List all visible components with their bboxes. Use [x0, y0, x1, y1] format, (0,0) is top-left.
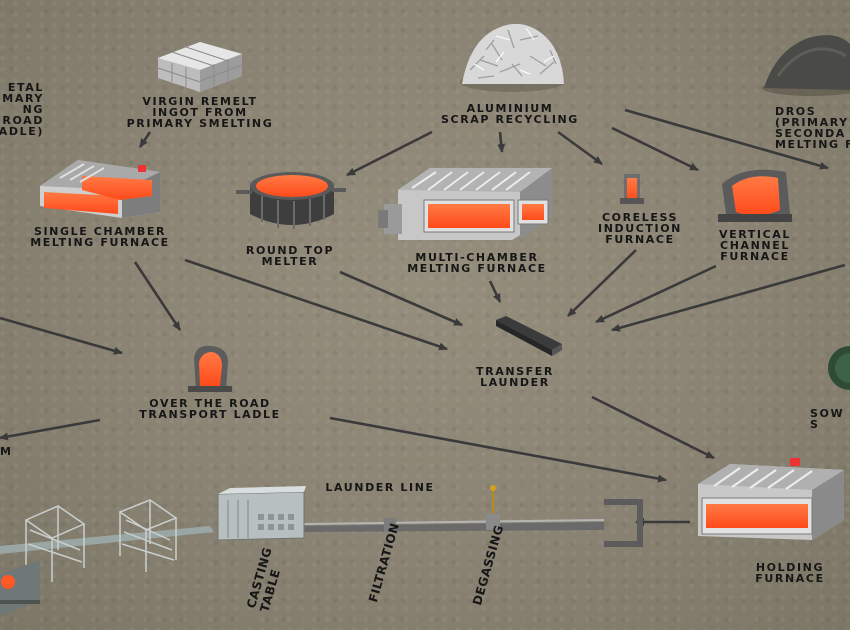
conveyor-icon [0, 560, 40, 616]
arrow-left-to-ladle [0, 316, 123, 355]
label-virgin-remelt: VIRGIN REMELT INGOT FROM PRIMARY SMELTIN… [126, 95, 274, 130]
label-round-top: ROUND TOP MELTER [245, 244, 335, 268]
arrow-ladle-to-holding [329, 416, 667, 483]
casting-table-icon [217, 486, 306, 541]
multi-chamber-furnace-icon [378, 168, 552, 240]
label-transfer-launder: TRANSFER LAUNDER [476, 365, 554, 389]
holding-furnace-icon [698, 458, 844, 540]
label-holding-furnace: HOLDING FURNACE [755, 561, 825, 585]
arrow-vertical-to-launder [595, 264, 717, 324]
arrow-roundtop-to-launder [339, 270, 463, 327]
arrow-coreless-to-launder [567, 249, 637, 317]
arrow-launder-to-holding [591, 395, 715, 460]
arrow-scrap-to-dross [624, 108, 829, 170]
arrow-ladle-to-left [0, 418, 101, 441]
label-coreless: CORELESS INDUCTION FURNACE [598, 211, 682, 246]
scrap-pile-icon [460, 23, 564, 92]
arrow-ingot-to-single [138, 131, 152, 148]
arrow-scrap-to-coreless [557, 130, 603, 166]
arrow-single-to-launder [184, 258, 448, 351]
vertical-channel-furnace-icon [718, 169, 792, 222]
round-top-melter-icon [236, 172, 346, 229]
sow-icon [828, 346, 850, 390]
label-launder-line: LAUNDER LINE [325, 481, 435, 494]
coreless-furnace-icon [620, 174, 644, 204]
label-metal-primary: ETAL PRIMARY NG ROAD LADLE) [0, 81, 44, 138]
label-over-road-ladle: OVER THE ROAD TRANSPORT LADLE [139, 397, 281, 421]
arrow-right-to-launder [611, 263, 846, 332]
dross-pile-icon [762, 35, 850, 96]
label-aluminium-scrap: ALUMINIUM SCRAP RECYCLING [441, 102, 579, 126]
ingot-stack-icon [157, 42, 243, 92]
arrow-scrap-to-vertical [611, 126, 699, 172]
launder-line-icon [0, 485, 643, 554]
label-m-left: M [0, 445, 13, 458]
arrow-scrap-to-roundtop [346, 130, 433, 177]
arrow-scrap-to-multi [497, 131, 506, 153]
label-multi-chamber: MULTI-CHAMBER MELTING FURNACE [407, 251, 547, 275]
label-sow: SOW S [810, 407, 845, 431]
arrow-single-to-ladle [133, 261, 182, 331]
scaffold-structure-icon [24, 499, 178, 582]
label-dross: DROS (PRIMARY SECONDA MELTING F [775, 105, 850, 151]
label-vertical-channel: VERTICAL CHANNEL FURNACE [719, 228, 791, 263]
single-chamber-furnace-icon [40, 160, 160, 218]
transfer-launder-icon [496, 316, 562, 356]
arrow-multi-to-launder [488, 280, 502, 303]
transport-ladle-icon [188, 345, 232, 392]
label-single-chamber: SINGLE CHAMBER MELTING FURNACE [30, 225, 170, 249]
